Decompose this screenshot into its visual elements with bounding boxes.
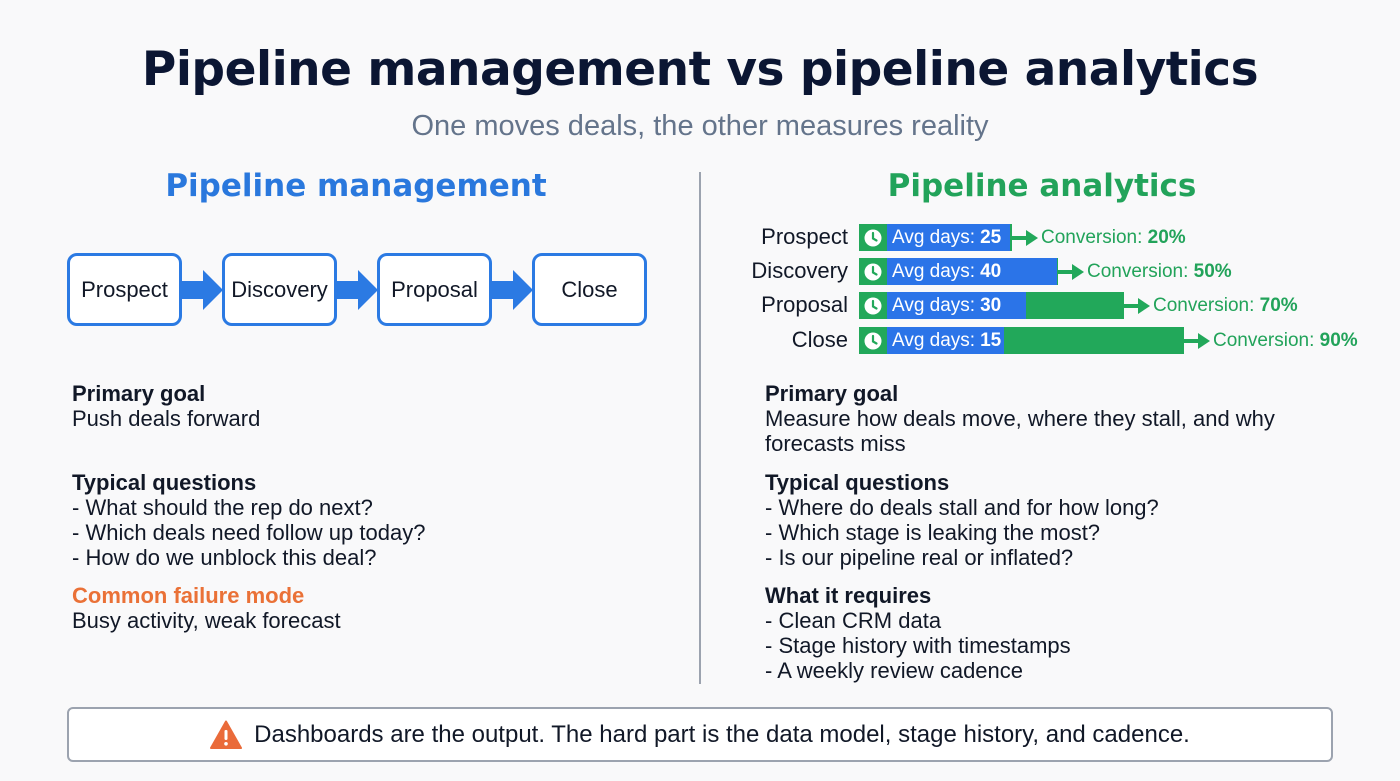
flow-stage-discovery: Discovery [222,253,337,326]
conversion-value: 20% [1147,227,1186,248]
footer-text: Dashboards are the output. The hard part… [254,720,1190,748]
avg-days-bar: Avg days:40 [887,258,1057,285]
clock-icon [859,327,886,354]
analytics-stage-label: Close [791,327,848,352]
arrow-right-icon [336,270,378,310]
arrow-right-icon [1058,264,1086,280]
question-item: - What should the rep do next? [72,495,373,520]
conversion-text: Conversion: 50% [1087,261,1232,283]
conversion-label: Conversion: [1213,330,1315,351]
question-item: - Where do deals stall and for how long? [765,495,1159,520]
flow-stage-close: Close [532,253,647,326]
clock-icon [859,224,886,251]
question-item: - How do we unblock this deal? [72,545,377,570]
primary-goal-text: Push deals forward [72,406,261,431]
avg-days-value: 25 [980,226,1002,248]
typical-questions-label: Typical questions [72,470,257,495]
conversion-text: Conversion: 70% [1153,295,1298,317]
conversion-label: Conversion: [1041,227,1143,248]
warning-icon [210,720,243,749]
avg-days-label: Avg days: [892,294,976,316]
primary-goal-label: Primary goal [72,381,206,406]
avg-days-label: Avg days: [892,329,976,351]
conversion-value: 70% [1259,295,1298,316]
conversion-text: Conversion: 90% [1213,330,1358,352]
avg-days-value: 30 [980,294,1002,316]
requires-item: - Clean CRM data [765,608,942,633]
question-item: - Is our pipeline real or inflated? [765,545,1074,570]
flow-stage-prospect: Prospect [67,253,182,326]
avg-days-bar: Avg days:25 [887,224,1010,251]
question-item: - Which stage is leaking the most? [765,520,1101,545]
analytics-heading: Pipeline analytics [887,168,1197,204]
avg-days-value: 40 [980,260,1002,282]
failure-mode-label: Common failure mode [72,583,305,608]
conversion-value: 90% [1319,330,1358,351]
page-subtitle: One moves deals, the other measures real… [411,110,989,142]
clock-icon [859,292,886,319]
arrow-right-icon [181,270,223,310]
avg-days-bar: Avg days:30 [887,292,1026,319]
arrow-right-icon [1124,298,1152,314]
analytics-stage-label: Prospect [761,224,848,249]
requires-item: - A weekly review cadence [765,658,1024,683]
avg-days-bar: Avg days:15 [887,327,1004,354]
flow-stage-proposal: Proposal [377,253,492,326]
avg-days-label: Avg days: [892,226,976,248]
conversion-value: 50% [1193,261,1232,282]
primary-goal-label: Primary goal [765,381,899,406]
avg-days-label: Avg days: [892,260,976,282]
requires-item: - Stage history with timestamps [765,633,1071,658]
failure-mode-text: Busy activity, weak forecast [72,608,341,633]
arrow-right-icon [491,270,533,310]
conversion-label: Conversion: [1153,295,1255,316]
primary-goal-text: forecasts miss [765,431,906,456]
arrow-right-icon [1012,230,1040,246]
requires-label: What it requires [765,583,932,608]
question-item: - Which deals need follow up today? [72,520,426,545]
management-heading: Pipeline management [165,168,547,204]
analytics-stage-label: Proposal [761,292,848,317]
primary-goal-text: Measure how deals move, where they stall… [765,406,1275,431]
analytics-details: Primary goal Measure how deals move, whe… [765,381,1275,683]
analytics-stage-label: Discovery [751,258,848,283]
page-title: Pipeline management vs pipeline analytic… [141,42,1259,97]
conversion-text: Conversion: 20% [1041,227,1186,249]
footer-callout: Dashboards are the output. The hard part… [67,707,1333,762]
clock-icon [859,258,886,285]
typical-questions-label: Typical questions [765,470,950,495]
conversion-label: Conversion: [1087,261,1189,282]
arrow-right-icon [1184,333,1212,349]
avg-days-value: 15 [980,329,1002,351]
management-details: Primary goal Push deals forward Typical … [72,381,425,633]
column-divider [699,172,701,684]
